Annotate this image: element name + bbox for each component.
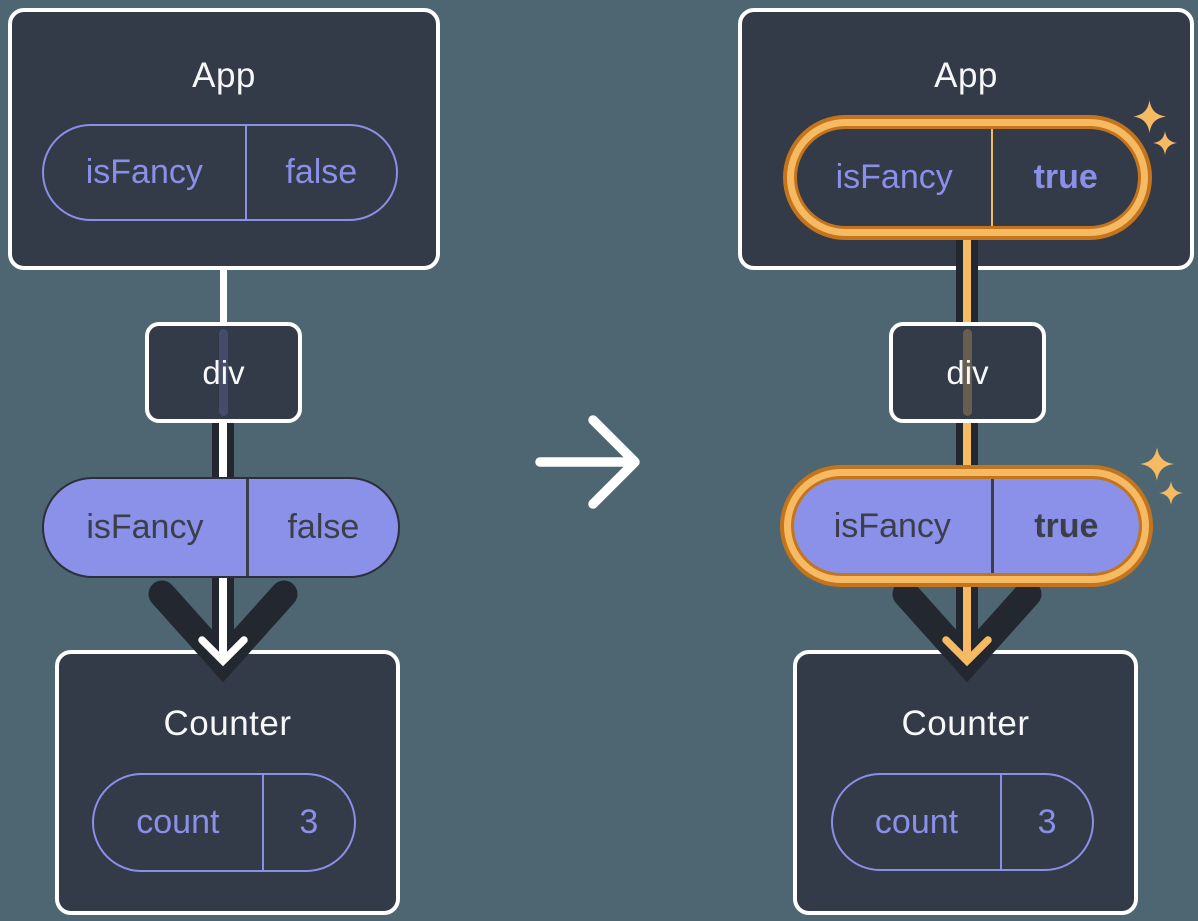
flow-line-behind xyxy=(219,329,228,416)
component-title: App xyxy=(934,56,998,95)
div-node-card-after: div xyxy=(889,322,1046,423)
flow-stripe xyxy=(963,420,971,481)
state-name: count xyxy=(833,775,1003,869)
sparkle-icon xyxy=(1133,100,1166,133)
prop-name: isFancy xyxy=(44,479,249,576)
state-pill: count 3 xyxy=(831,773,1094,871)
state-pill: count 3 xyxy=(92,773,356,872)
app-component-card-before: App isFancy false xyxy=(8,8,440,270)
div-label: div xyxy=(946,353,989,391)
state-value: 3 xyxy=(1037,802,1057,841)
passed-prop-pill: isFancy true xyxy=(791,476,1142,576)
counter-component-card-before: Counter count 3 xyxy=(55,650,400,915)
component-title: Counter xyxy=(163,704,292,743)
state-value: 3 xyxy=(299,803,319,841)
prop-flow-arrow-icon xyxy=(892,572,1042,683)
state-pill: isFancy false xyxy=(42,124,398,221)
prop-name: isFancy xyxy=(44,126,247,219)
prop-name: isFancy xyxy=(797,129,994,226)
prop-value: true xyxy=(1033,158,1098,196)
state-pill: isFancy true xyxy=(794,126,1141,229)
app-component-card-after: App isFancy true xyxy=(738,8,1194,270)
div-label: div xyxy=(202,353,245,391)
highlighted-passed-prop-pill: isFancy true xyxy=(780,465,1153,587)
prop-flow-arrow-icon xyxy=(148,572,298,683)
arrow-right-icon xyxy=(535,415,640,509)
prop-flow-line xyxy=(956,240,978,326)
counter-component-card-after: Counter count 3 xyxy=(793,650,1138,915)
state-name: count xyxy=(94,775,264,870)
sparkle-icon xyxy=(1140,447,1174,481)
prop-name: isFancy xyxy=(794,479,994,573)
tree-edge-app-div xyxy=(220,264,227,326)
component-title: Counter xyxy=(901,704,1030,743)
prop-value: false xyxy=(287,508,360,546)
passed-prop-pill: isFancy false xyxy=(42,477,400,578)
div-node-card-before: div xyxy=(145,322,302,423)
flow-line-behind xyxy=(963,329,972,416)
prop-value: false xyxy=(285,153,358,191)
component-title: App xyxy=(192,56,256,95)
prop-value: true xyxy=(1034,506,1099,545)
flow-stripe xyxy=(219,420,227,479)
sparkle-icon xyxy=(1159,481,1183,505)
flow-stripe xyxy=(963,240,971,326)
prop-flow-line xyxy=(212,420,234,479)
sparkle-icon xyxy=(1153,131,1177,155)
highlighted-state-pill: isFancy true xyxy=(783,115,1152,240)
